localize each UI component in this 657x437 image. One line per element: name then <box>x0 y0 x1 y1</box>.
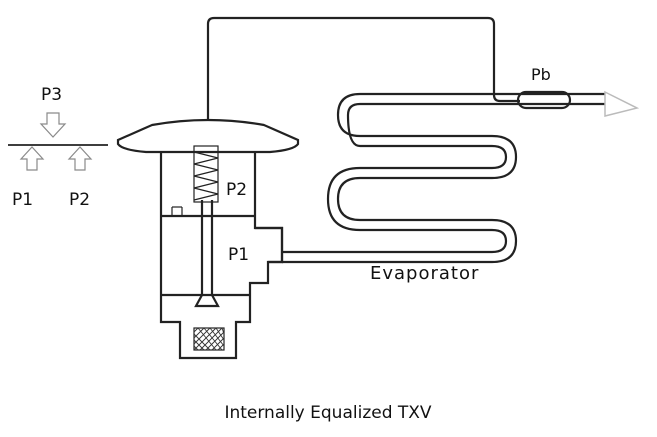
spring-housing <box>193 145 219 203</box>
upper-chamber-p2-label: P2 <box>226 180 247 200</box>
sensing-bulb <box>516 90 572 110</box>
arrow-up-icon <box>67 146 93 171</box>
diaphragm-cap <box>116 118 300 154</box>
spring <box>193 151 219 201</box>
strainer-screen <box>193 327 225 351</box>
pressure-legend: P3 P1 P2 <box>8 85 108 210</box>
capillary-tube <box>206 16 520 120</box>
arrow-up-icon <box>19 146 45 171</box>
diagram-caption: Internally Equalized TXV <box>224 403 431 423</box>
evaporator-coil-outer <box>282 92 605 264</box>
legend-p2-label: P2 <box>69 190 90 210</box>
evaporator-coil-inner <box>282 102 605 254</box>
legend-p1-label: P1 <box>12 190 33 210</box>
valve-body <box>116 118 300 360</box>
legend-p3-label: P3 <box>41 85 62 105</box>
lower-chamber-p1-label: P1 <box>228 245 249 265</box>
bulb-label: Pb <box>531 65 551 84</box>
evaporator-label: Evaporator <box>370 263 479 284</box>
valve-outlet-port <box>255 226 284 264</box>
valve-body-outline <box>159 152 284 360</box>
valve-needle <box>194 294 220 308</box>
arrow-down-icon <box>39 112 67 138</box>
outlet-arrow-icon <box>604 90 640 117</box>
